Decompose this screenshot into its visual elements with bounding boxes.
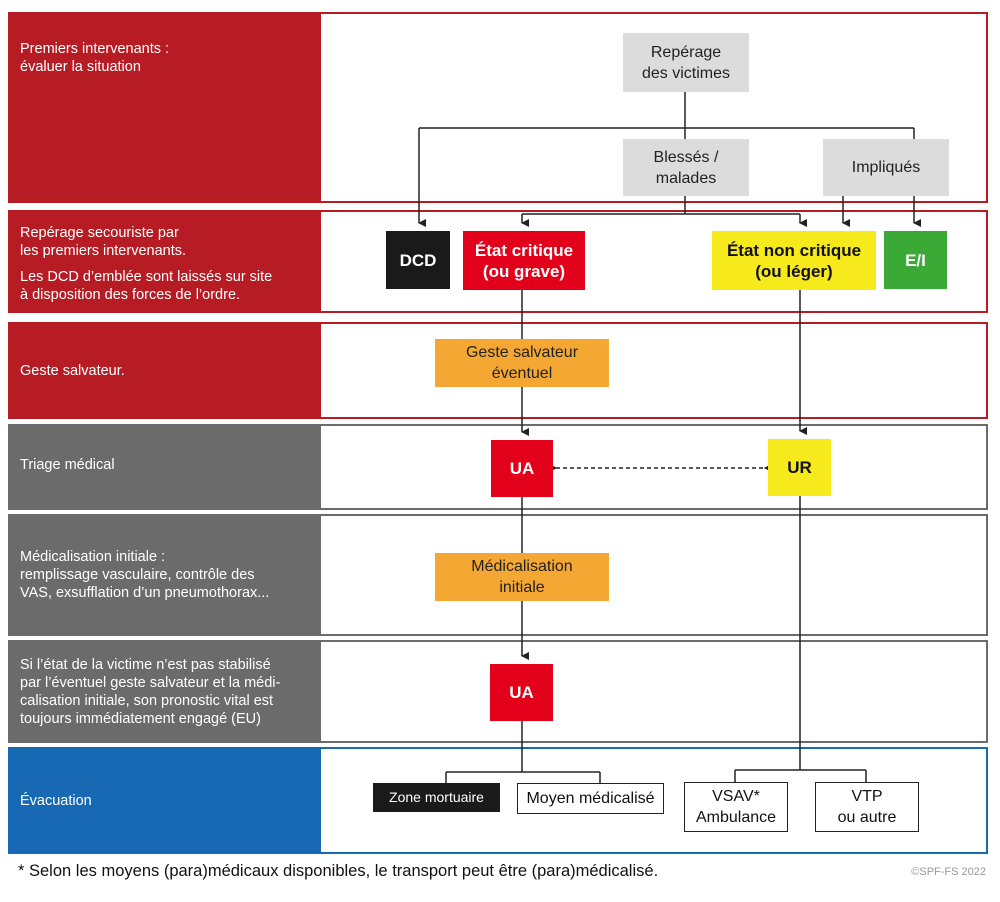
label-line: Repérage secouriste par: [20, 225, 179, 241]
label-line: VAS, exsufflation d’un pneumothorax...: [20, 585, 270, 601]
row-label: Médicalisation initiale : remplissage va…: [10, 516, 321, 634]
label-line: Triage médical: [20, 457, 115, 473]
label-line: calisation initiale, son pronostic vital…: [20, 693, 274, 709]
node-ur: UR: [768, 439, 831, 496]
node-moyen-medicalise: Moyen médicalisé: [517, 783, 664, 814]
label-line: Médicalisation initiale :: [20, 549, 166, 565]
label-line: à disposition des forces de l’ordre.: [20, 287, 241, 303]
node-etat-non-critique: État non critique(ou léger): [712, 231, 876, 290]
node-dcd: DCD: [386, 231, 450, 289]
label-line: les premiers intervenants.: [20, 243, 187, 259]
footnote: * Selon les moyens (para)médicaux dispon…: [18, 862, 659, 880]
node-vsav-ambulance: VSAV*Ambulance: [684, 782, 788, 832]
node-blesses-malades: Blessés /malades: [623, 139, 749, 196]
label-line: Évacuation: [20, 793, 92, 809]
row-premiers-intervenants: Premiers intervenants : évaluer la situa…: [8, 12, 988, 203]
row-label: Geste salvateur.: [10, 324, 321, 417]
label-line: par l’éventuel geste salvateur et la méd…: [20, 675, 281, 691]
node-ua-eu: UA: [490, 664, 553, 721]
node-zone-mortuaire: Zone mortuaire: [373, 783, 500, 812]
label-line: Premiers intervenants :: [20, 41, 170, 57]
row-label: Évacuation: [10, 749, 321, 852]
label-line: remplissage vasculaire, contrôle des: [20, 567, 255, 583]
node-ua-triage: UA: [491, 440, 553, 497]
label-line: toujours immédiatement engagé (EU): [20, 711, 261, 727]
label-line: Si l’état de la victime n’est pas stabil…: [20, 657, 271, 673]
row-label: Triage médical: [10, 426, 321, 508]
row-label: Si l’état de la victime n’est pas stabil…: [10, 642, 321, 741]
row-label: Premiers intervenants : évaluer la situa…: [10, 14, 321, 201]
node-ei: E/I: [884, 231, 947, 289]
copyright: ©SPF-FS 2022: [911, 866, 986, 878]
label-line: évaluer la situation: [20, 59, 141, 75]
label-line: Geste salvateur.: [20, 363, 125, 379]
node-impliques: Impliqués: [823, 139, 949, 196]
node-etat-critique: État critique(ou grave): [463, 231, 585, 290]
row-medicalisation-initiale: Médicalisation initiale : remplissage va…: [8, 514, 988, 636]
row-label: Repérage secouriste par les premiers int…: [10, 212, 321, 311]
label-line: Les DCD d’emblée sont laissés sur site: [20, 269, 273, 285]
